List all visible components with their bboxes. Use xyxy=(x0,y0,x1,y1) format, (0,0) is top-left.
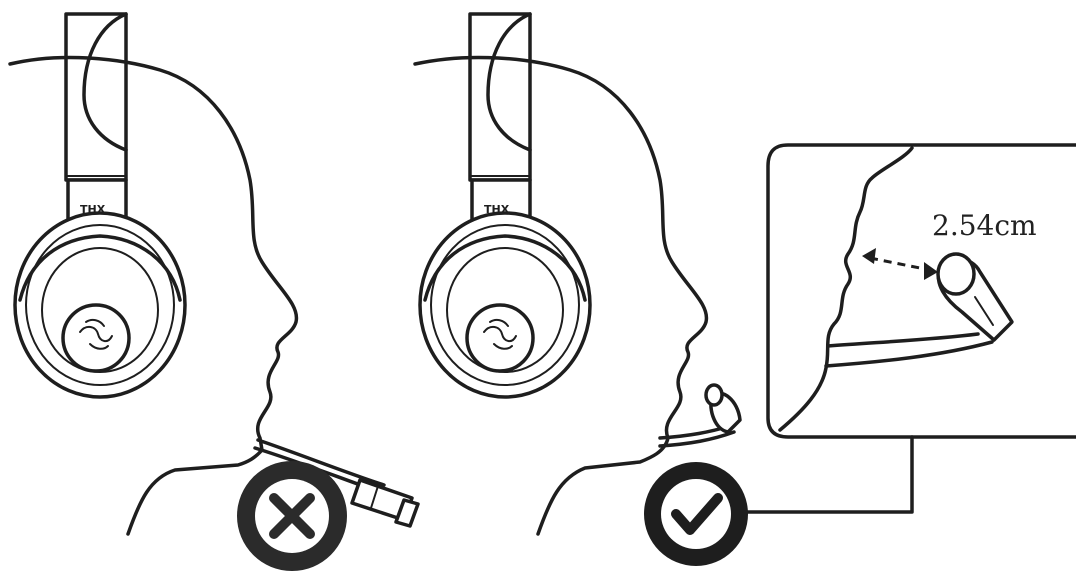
incorrect-figure: THX xyxy=(10,14,418,534)
correct-badge xyxy=(644,462,748,566)
inset-face-profile xyxy=(780,148,912,430)
distance-arrow xyxy=(862,248,938,280)
distance-label: 2.54cm xyxy=(932,209,1037,242)
wrong-badge xyxy=(237,461,347,571)
zoom-inset: 2.54cm xyxy=(768,145,1076,437)
correct-figure: THX xyxy=(415,14,740,534)
callout-connector xyxy=(742,437,912,512)
